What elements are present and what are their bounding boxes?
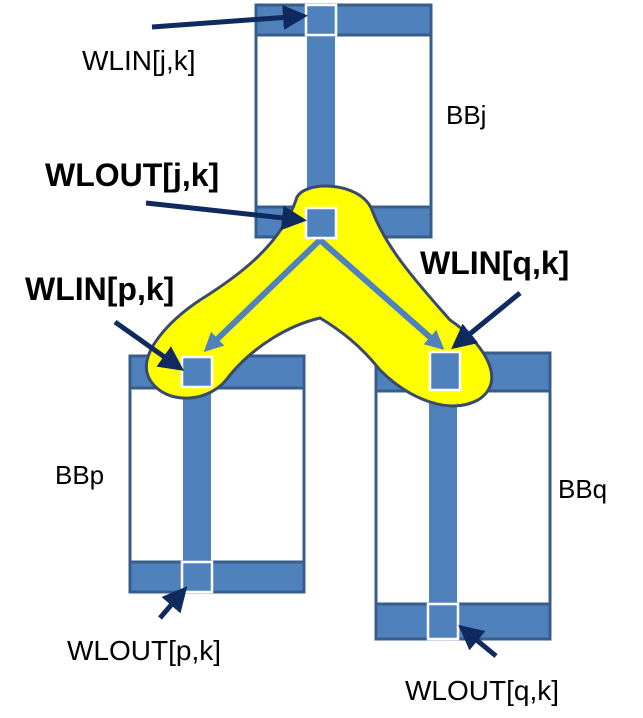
bbp-spine [183,388,211,562]
callout-arrow-wlin-p [113,319,185,371]
flow-arrow-to-q [318,237,445,350]
bbp-bottom-bar [128,560,306,594]
bbj-label: BBj [446,100,486,130]
bbp-body [128,354,306,594]
label-wlin-q: WLIN[q,k] [420,245,569,281]
callout-arrow-wlout-j [145,200,307,231]
port-wlout-p [180,560,214,594]
port-wlin-q [428,350,462,392]
label-wlout-q: WLOUT[q,k] [405,675,559,706]
port-wlin-p [180,355,214,389]
callout-arrow-wlin-j [151,4,308,30]
basic-block-bbj: BBj [254,3,486,239]
port-wlin-j [304,3,338,37]
bbq-spine [429,391,457,604]
highlight-region [144,184,494,408]
callout-arrow-wlout-p [158,586,188,620]
bbp-label: BBp [55,460,104,490]
port-wlout-q [426,602,460,641]
label-wlout-j: WLOUT[j,k] [45,157,219,193]
callout-arrow-wlout-q [458,624,498,658]
port-wlout-j [304,206,338,240]
label-wlin-p: WLIN[p,k] [25,271,174,307]
callout-arrow-wlin-q [451,291,522,350]
bbq-bottom-bar [374,602,552,641]
label-wlin-j: WLIN[j,k] [82,45,196,76]
flow-arrow-to-p [203,237,323,352]
basic-block-bbq: BBq [374,351,607,641]
label-wlout-p: WLOUT[p,k] [67,635,221,666]
bbq-label: BBq [558,474,607,504]
bbj-spine [307,35,335,207]
